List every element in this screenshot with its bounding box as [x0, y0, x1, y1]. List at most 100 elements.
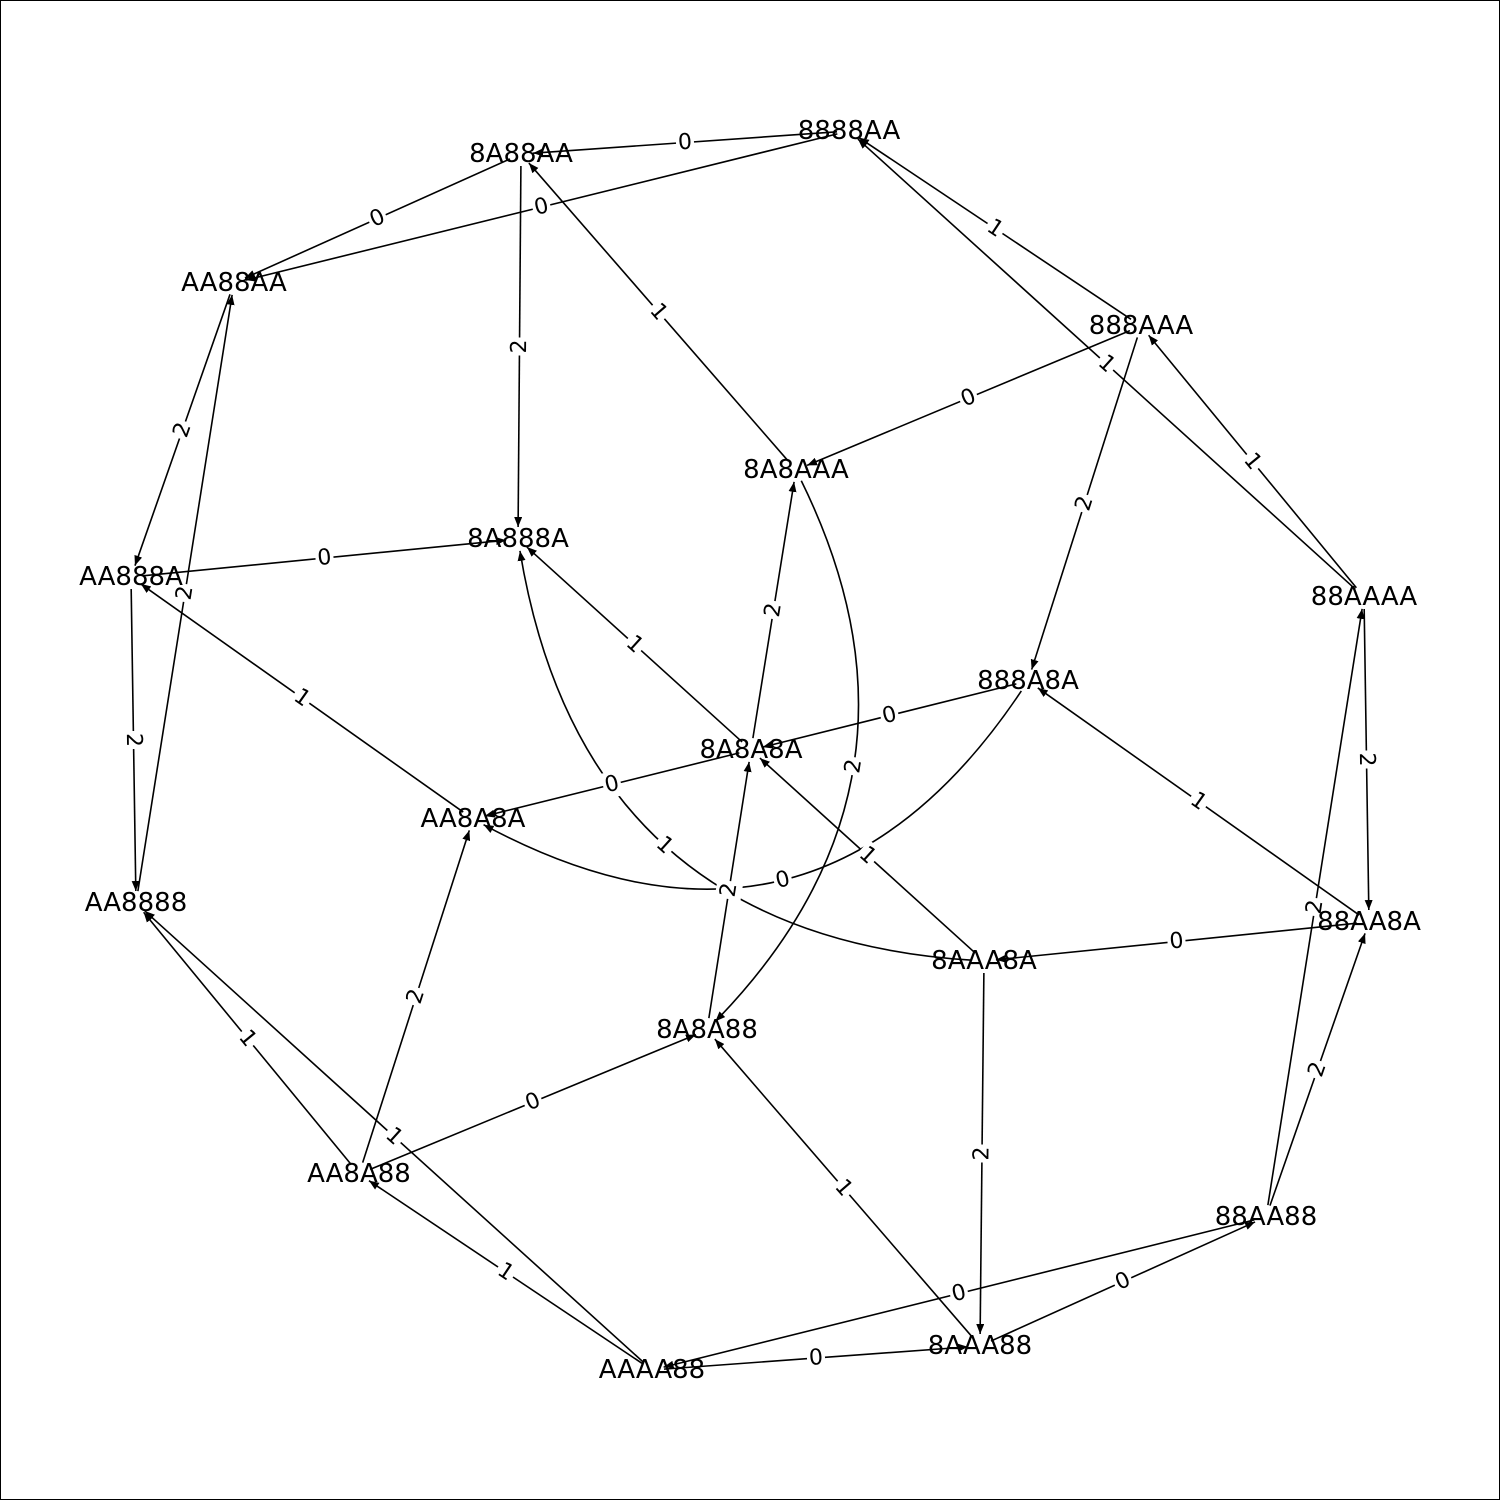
- edge-label-group: 2: [714, 879, 744, 901]
- edge-label-background: [120, 730, 147, 750]
- edge-888A8A-to-AA8A8A: [483, 690, 1022, 890]
- edge-label-background: [1069, 490, 1100, 517]
- edge-label-background: [827, 1172, 860, 1204]
- node-8AAA8A: 8AAA8A: [931, 946, 1037, 976]
- edge-label-group: 0: [806, 1344, 826, 1372]
- node-8888AA: 8888AA: [798, 116, 901, 146]
- edge-label-group: 1: [1236, 446, 1269, 477]
- node-8A8AAA: 8A8AAA: [743, 455, 849, 485]
- edge-label-group: 2: [167, 417, 198, 443]
- node-888A8A: 888A8A: [977, 666, 1079, 696]
- edge-label: 0: [677, 130, 693, 156]
- edge-label: 0: [532, 193, 552, 221]
- edge-label-background: [619, 628, 650, 661]
- edge-label-background: [1236, 446, 1269, 477]
- edge-label-group: 1: [980, 212, 1010, 245]
- edge-label: 2: [1354, 752, 1379, 766]
- edge-label-background: [1300, 896, 1330, 918]
- edge-label: 2: [969, 1146, 994, 1160]
- edge-label-group: 1: [287, 682, 317, 714]
- edge-label: 0: [808, 1345, 824, 1371]
- edge-label-background: [287, 682, 317, 714]
- edge-label-group: 0: [314, 544, 335, 572]
- node-88AA88: 88AA88: [1215, 1202, 1317, 1232]
- edge-label-background: [852, 839, 883, 872]
- edge-label-group: 0: [529, 192, 554, 222]
- edge-label-group: 0: [877, 700, 902, 731]
- edge-label-group: 1: [852, 839, 883, 872]
- node-AAAA88: AAAA88: [599, 1355, 705, 1385]
- edge-label-background: [642, 296, 675, 328]
- node-888AAA: 888AAA: [1089, 311, 1194, 341]
- edge-label-group: 1: [827, 1172, 860, 1204]
- edge-label: 2: [121, 733, 146, 747]
- edge-label-background: [170, 582, 200, 604]
- edge-label-background: [231, 1023, 264, 1054]
- node-8AAA88: 8AAA88: [928, 1331, 1032, 1361]
- edge-label-background: [968, 1144, 996, 1163]
- edge-label-group: 0: [770, 865, 795, 895]
- edge-label-group: 2: [170, 582, 200, 604]
- node-88AA8A: 88AA8A: [1317, 907, 1421, 937]
- edge-label-background: [400, 983, 432, 1010]
- edge-label-background: [1109, 1265, 1137, 1298]
- edge-label: 0: [773, 866, 793, 894]
- edge-label: 0: [880, 702, 900, 730]
- node-8A88AA: 8A88AA: [469, 139, 573, 169]
- edge-label-background: [955, 382, 982, 414]
- edge-label-group: 0: [519, 1086, 547, 1118]
- node-8A888A: 8A888A: [467, 524, 569, 554]
- edge-label-background: [947, 1278, 971, 1309]
- edge-label-group: 1: [1183, 785, 1214, 818]
- edge-label-background: [770, 865, 795, 895]
- node-8A8A88: 8A8A88: [656, 1015, 758, 1045]
- nodes-layer: 8888AA8A88AAAA88AA888AAA8A8AAA88AAAAAA88…: [79, 116, 1421, 1385]
- edge-label-background: [806, 1344, 826, 1372]
- edge-label-group: 2: [400, 983, 432, 1010]
- edge-label-background: [980, 212, 1010, 245]
- edge-label: 0: [1168, 928, 1184, 954]
- edge-label-group: 0: [600, 769, 624, 800]
- edge-label-group: 2: [1353, 750, 1380, 769]
- edge-label-background: [839, 755, 868, 778]
- node-AA8888: AA8888: [85, 888, 187, 918]
- edge-label-group: 2: [506, 337, 533, 356]
- edge-label: 2: [1070, 493, 1098, 514]
- node-8A8A8A: 8A8A8A: [700, 735, 803, 765]
- edge-label-background: [714, 879, 744, 901]
- edge-label-group: 1: [1091, 348, 1122, 380]
- edge-label: 2: [1302, 898, 1329, 916]
- edge-label-group: 2: [759, 599, 788, 621]
- edge-label-background: [1183, 785, 1214, 818]
- edge-label: 2: [760, 601, 787, 619]
- edge-label: 2: [172, 584, 199, 602]
- edge-label-background: [1091, 348, 1122, 380]
- edge-label-background: [649, 829, 680, 862]
- edge-label-group: 1: [642, 296, 675, 328]
- edge-label-group: 0: [363, 202, 392, 235]
- edge-label: 2: [402, 986, 430, 1007]
- node-AA88AA: AA88AA: [181, 268, 287, 298]
- edge-label-group: 1: [619, 628, 650, 661]
- edge-label-background: [363, 202, 392, 235]
- edge-label: 2: [716, 881, 743, 899]
- edge-label-background: [1302, 1056, 1333, 1083]
- edge-label-group: 0: [947, 1278, 971, 1309]
- edge-label-group: 1: [231, 1023, 264, 1054]
- node-AA8A88: AA8A88: [307, 1159, 411, 1189]
- edge-label-group: 0: [955, 382, 982, 414]
- edge-label-background: [877, 700, 902, 731]
- edge-label: 0: [316, 545, 332, 571]
- edge-label-background: [314, 544, 335, 572]
- edge-label: 0: [602, 771, 622, 799]
- edge-label: 0: [949, 1280, 969, 1308]
- edge-label-background: [1353, 750, 1380, 769]
- edge-label-group: 2: [1302, 1056, 1333, 1083]
- edge-label-background: [519, 1086, 547, 1118]
- node-AA8A8A: AA8A8A: [421, 804, 526, 834]
- edge-label-background: [490, 1256, 521, 1288]
- edge-label: 2: [507, 339, 532, 353]
- edge-label-group: 0: [1166, 927, 1187, 956]
